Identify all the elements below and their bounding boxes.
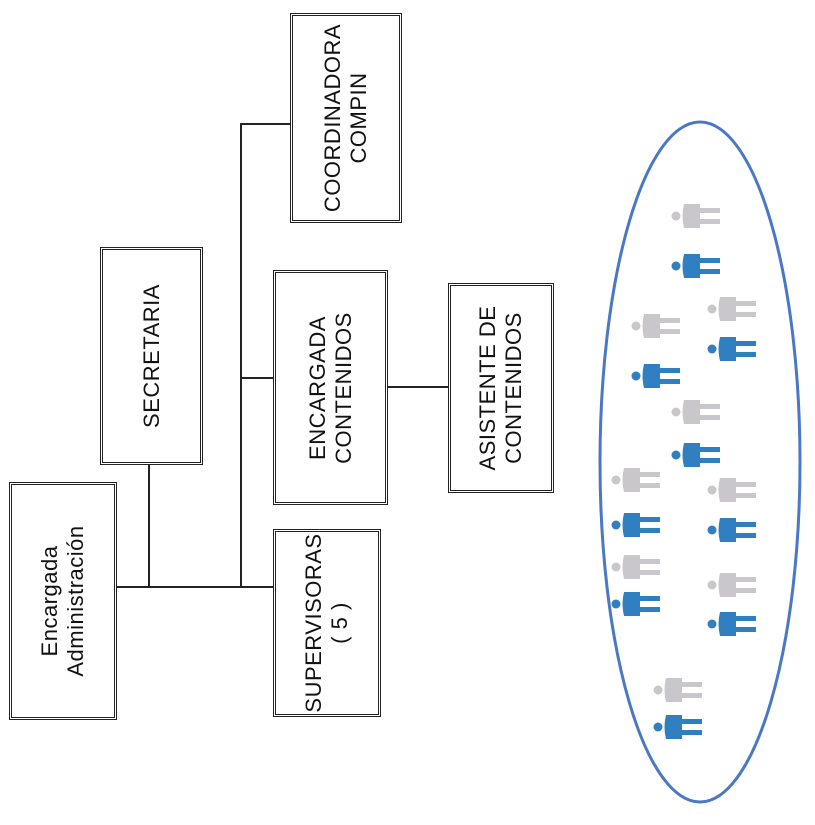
person-icon-gray: [707, 573, 756, 597]
person-icon-blue: [611, 513, 660, 537]
person-icon-gray: [611, 468, 660, 492]
person-icon-gray: [671, 204, 720, 228]
connector-main-horizontal: [117, 586, 273, 588]
connector-vertical-spine: [240, 123, 242, 587]
person-icon-gray: [707, 478, 756, 502]
connector-asistente: [388, 386, 448, 388]
person-icon-blue: [707, 337, 756, 361]
box-secretaria: SECRETARIA: [100, 247, 203, 465]
box-supervisoras: SUPERVISORAS ( 5 ): [273, 529, 381, 717]
person-icon-blue: [631, 364, 680, 388]
person-icon-blue: [611, 592, 660, 616]
person-icon-blue: [707, 612, 756, 636]
box-encargada-administracion: Encargada Administración: [9, 482, 117, 720]
connector-secretaria: [148, 465, 150, 587]
person-icon-blue: [671, 254, 720, 278]
box-coordinadora-compin: COORDINADORA COMPIN: [290, 13, 402, 223]
person-icon-gray: [707, 297, 756, 321]
person-icon-blue: [653, 715, 702, 739]
box-encargada-contenidos: ENCARGADA CONTENIDOS: [273, 270, 388, 505]
person-icon-blue: [707, 518, 756, 542]
staff-ellipse: [598, 120, 802, 804]
person-icon-gray: [671, 400, 720, 424]
person-icon-gray: [611, 555, 660, 579]
people-icons: [611, 204, 756, 739]
person-icon-gray: [631, 314, 680, 338]
box-asistente-contenidos: ASISTENTE DE CONTENIDOS: [448, 283, 554, 493]
person-icon-gray: [653, 678, 702, 702]
person-icon-blue: [671, 443, 720, 467]
connector-encargada-contenidos: [240, 377, 274, 379]
connector-coordinadora: [240, 123, 292, 125]
